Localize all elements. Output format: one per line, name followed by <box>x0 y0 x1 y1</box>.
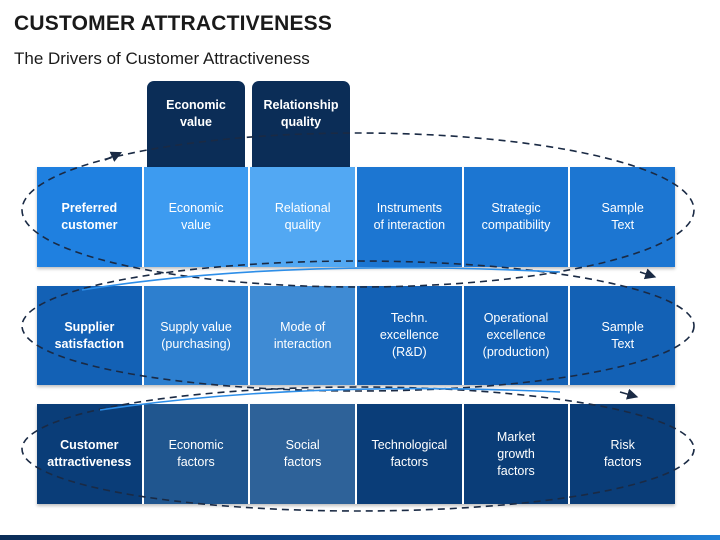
cell-line: excellence <box>486 328 546 342</box>
cell-line: quality <box>284 218 321 232</box>
cell-text: Customer attractiveness <box>47 437 131 471</box>
tab-relationship-quality: Relationship quality <box>252 81 350 167</box>
cell-line: Mode of <box>280 319 326 334</box>
cell-line: Social <box>285 438 320 452</box>
cell-text: Technological factors <box>371 437 447 471</box>
cell-line: attractiveness <box>47 455 132 469</box>
bottom-accent-bar <box>0 535 720 540</box>
cell-text: Preferred customer <box>61 200 117 234</box>
cell-line: (purchasing) <box>161 336 231 351</box>
cell-line: Economic <box>168 438 224 452</box>
row-preferred-customer: Preferred customer Economic value Relational… <box>37 167 676 267</box>
cell-line: (R&D) <box>391 345 427 359</box>
cell-text: Economic factors <box>169 437 224 471</box>
tab-economic-value: Economic value <box>147 81 245 167</box>
cell-line: Techn. <box>390 311 428 325</box>
ellipse-row3-arrow <box>619 388 639 400</box>
cell-text: Supplier satisfaction <box>55 319 124 353</box>
tab-economic-value-line1: Economic <box>166 98 226 112</box>
row-supplier-satisfaction: Supplier satisfaction Supply value (purchas… <box>37 286 676 385</box>
cell-line: Economic <box>168 201 224 215</box>
cell-line: Sample <box>601 319 644 334</box>
cell-text: Instruments of interaction <box>374 200 446 234</box>
cell-line: excellence <box>379 328 439 342</box>
tab-relationship-quality-line1: Relationship <box>263 98 339 112</box>
ellipse-row1-arrow <box>104 151 123 162</box>
cell-r2-c2: Supply value (purchasing) <box>143 286 249 385</box>
cell-text: Mode of interaction <box>274 319 332 353</box>
cell-line: compatibility <box>481 218 551 232</box>
cell-line: Customer <box>60 438 119 452</box>
cell-line: Market <box>496 429 536 444</box>
cell-line: of interaction <box>373 218 446 232</box>
cell-text: Social factors <box>284 437 322 471</box>
cell-line: Relational <box>274 201 331 215</box>
cell-line: Text <box>611 336 635 351</box>
page-title: CUSTOMER ATTRACTIVENESS <box>14 12 333 35</box>
ellipse-row2-arrow <box>639 268 657 280</box>
cell-line: factors <box>497 463 535 478</box>
cell-text: Economic value <box>169 200 224 234</box>
cell-line: satisfaction <box>54 336 125 351</box>
cell-r2-c4: Techn. excellence (R&D) <box>357 286 462 385</box>
cell-text: Risk factors <box>604 437 642 471</box>
cell-line: value <box>181 218 211 232</box>
cell-r3-c6: Risk factors <box>570 404 676 504</box>
cell-r1-c2: Economic value <box>143 167 249 267</box>
cell-line: factors <box>603 455 642 469</box>
cell-line: factors <box>177 455 215 469</box>
cell-r1-c3: Relational quality <box>250 167 356 267</box>
cell-text: Market growth factors <box>497 429 535 480</box>
cell-line: Operational <box>483 311 549 325</box>
cell-line: Sample <box>601 201 644 215</box>
cell-line: growth <box>497 446 535 461</box>
cell-line: Supplier <box>64 319 115 334</box>
cell-line: factors <box>390 455 429 469</box>
cell-line: Preferred <box>61 201 118 215</box>
cell-line: Strategic <box>491 201 541 215</box>
page-subtitle: The Drivers of Customer Attractiveness <box>14 49 310 68</box>
cell-r1-c4: Instruments of interaction <box>357 167 462 267</box>
cell-line: Text <box>611 218 635 232</box>
cell-line: interaction <box>273 336 332 351</box>
cell-r3-c4: Technological factors <box>357 404 462 504</box>
cell-text: Techn. excellence (R&D) <box>380 310 439 361</box>
cell-text: Relational quality <box>275 200 331 234</box>
cell-text: Operational excellence (production) <box>483 310 550 361</box>
tab-economic-value-line2: value <box>180 115 212 129</box>
cell-r2-c5: Operational excellence (production) <box>463 286 569 385</box>
cell-r3-c2: Economic factors <box>143 404 249 504</box>
tab-relationship-quality-line2: quality <box>280 115 322 129</box>
cell-r1-c1: Preferred customer <box>37 167 142 267</box>
cell-line: Instruments <box>376 201 442 215</box>
cell-r3-c3: Social factors <box>250 404 356 504</box>
cell-r2-c1: Supplier satisfaction <box>37 286 142 385</box>
cell-line: customer <box>61 218 118 232</box>
cell-line: Technological <box>371 438 448 452</box>
cell-line: Risk <box>610 438 635 452</box>
cell-text: Supply value (purchasing) <box>160 319 232 353</box>
cell-line: Supply value <box>160 319 232 334</box>
cell-r2-c3: Mode of interaction <box>250 286 356 385</box>
cell-r3-c1: Customer attractiveness <box>37 404 142 504</box>
cell-line: factors <box>283 455 322 469</box>
cell-r1-c5: Strategic compatibility <box>463 167 569 267</box>
cell-line: (production) <box>482 345 550 359</box>
cell-text: Strategic compatibility <box>482 200 551 234</box>
cell-r3-c5: Market growth factors <box>463 404 569 504</box>
